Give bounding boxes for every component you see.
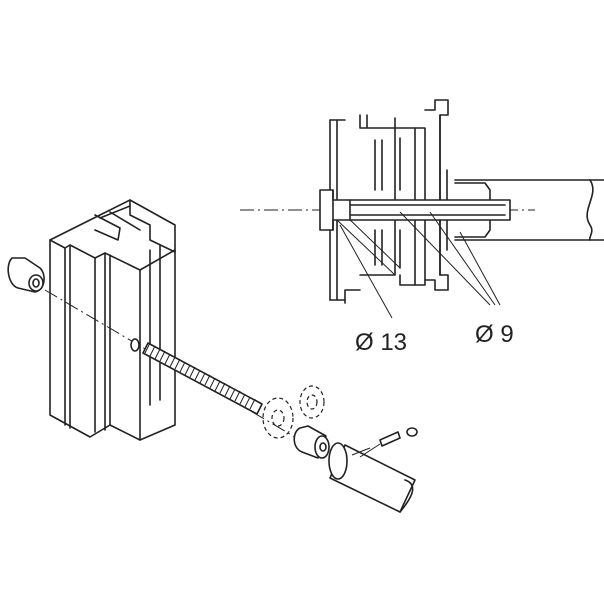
leader-9 — [399, 211, 501, 306]
grub-screw — [359, 427, 418, 458]
exploded-view — [7, 199, 418, 513]
vertical-profile — [49, 199, 176, 441]
screw-section — [319, 189, 511, 231]
optional-washers — [262, 385, 325, 439]
threaded-rod — [142, 342, 263, 415]
end-cap — [7, 257, 45, 293]
leader-13 — [339, 224, 393, 319]
small-washer — [130, 338, 140, 352]
section-detail: Ø 13 Ø 9 — [240, 99, 604, 356]
label-diameter-13: Ø 13 — [355, 329, 407, 356]
label-diameter-9: Ø 9 — [475, 321, 514, 348]
round-tube — [328, 442, 416, 513]
sleeve-nut — [293, 425, 330, 459]
